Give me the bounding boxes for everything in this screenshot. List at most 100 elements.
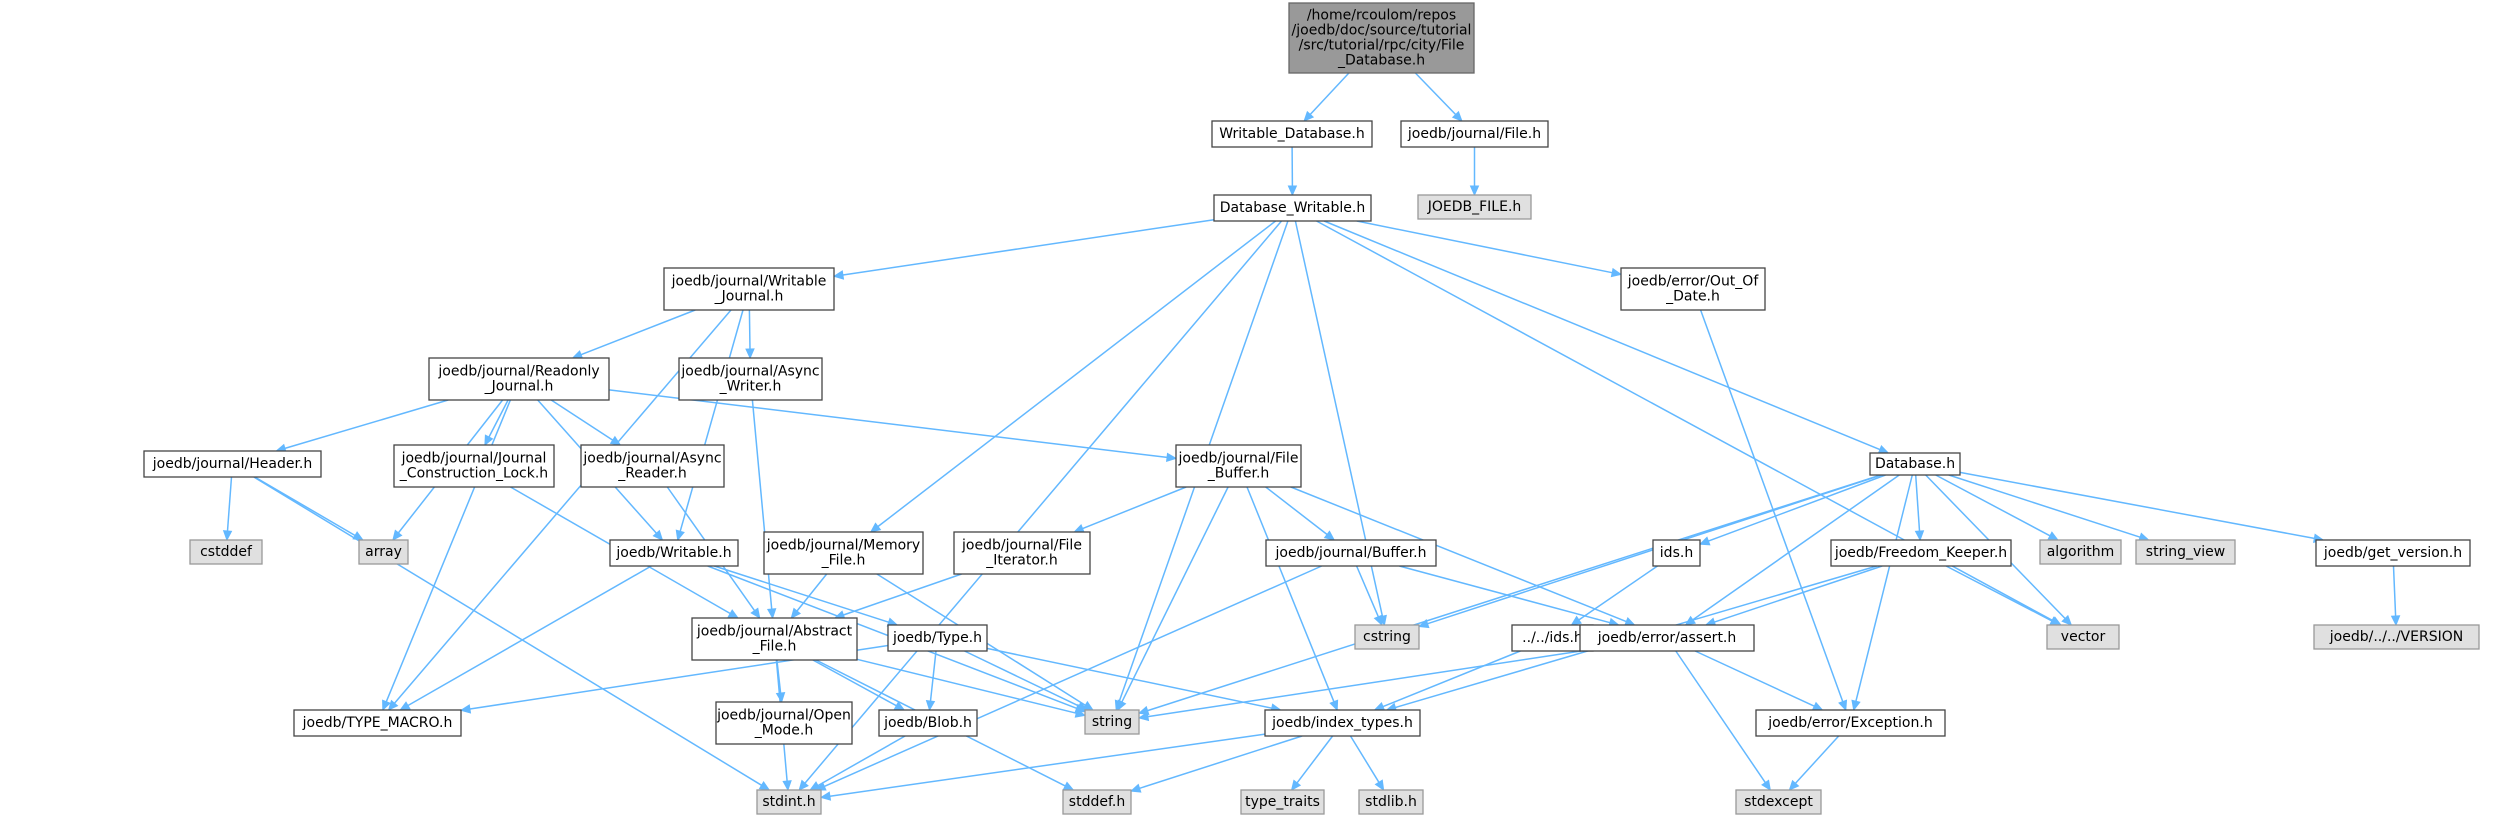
edge-arrowhead <box>675 529 685 542</box>
edge-arrowhead <box>1062 781 1075 791</box>
node-label-line: joedb/journal/Async <box>582 451 721 467</box>
node-box <box>428 357 610 401</box>
node-label-line: _Journal.h <box>484 379 554 395</box>
node-vector[interactable]: vector <box>2046 624 2120 650</box>
node-open-mode[interactable]: joedb/journal/Open_Mode.h <box>715 701 853 745</box>
edge-arrowhead <box>869 522 882 533</box>
node-box <box>580 444 725 488</box>
node-construction-lock[interactable]: joedb/journal/Journal_Construction_Lock.… <box>393 444 555 488</box>
node-box <box>358 539 409 565</box>
node-async-reader[interactable]: joedb/journal/Async_Reader.h <box>580 444 725 488</box>
edge-arrowhead <box>484 434 494 447</box>
node-box <box>1288 2 1475 74</box>
node-freedom-keeper[interactable]: joedb/Freedom_Keeper.h <box>1830 539 2012 567</box>
node-joedb-file[interactable]: JOEDB_FILE.h <box>1417 194 1532 220</box>
node-box <box>1211 120 1373 148</box>
edge-database-to-get_version <box>1959 471 2325 543</box>
edge-arrowhead <box>459 704 472 714</box>
edge-arrowhead <box>1329 699 1339 712</box>
edge-memory_file-to-abstract_file <box>790 573 828 619</box>
node-cstring[interactable]: cstring <box>1354 624 1420 650</box>
edge-line <box>253 476 762 786</box>
node-cstddef[interactable]: cstddef <box>189 539 263 565</box>
edge-arrowhead <box>727 609 740 619</box>
node-label-line: _Reader.h <box>617 466 687 482</box>
edge-line <box>1935 474 2051 537</box>
node-type-traits[interactable]: type_traits <box>1240 789 1325 815</box>
node-writable[interactable]: joedb/Writable.h <box>609 539 739 567</box>
node-label-line: string <box>1092 714 1132 730</box>
node-label-line: _File.h <box>821 553 866 569</box>
edge-line <box>796 573 828 612</box>
node-box <box>878 709 978 737</box>
edge-database_writable-to-memory_file <box>869 220 1277 533</box>
node-label-line: type_traits <box>1245 794 1320 810</box>
node-label-line: joedb/journal/Journal <box>401 451 547 467</box>
node-box <box>2039 539 2122 565</box>
node-type-macro[interactable]: joedb/TYPE_MACRO.h <box>293 709 462 737</box>
node-abstract-file[interactable]: joedb/journal/Abstract_File.h <box>691 617 858 661</box>
edge-arrowhead <box>571 350 584 359</box>
node-label-line: _Database.h <box>1337 53 1425 69</box>
edge-arrowhead <box>1074 708 1087 718</box>
node-database-writable[interactable]: Database_Writable.h <box>1213 194 1372 222</box>
node-stdlib[interactable]: stdlib.h <box>1358 789 1424 815</box>
node-type[interactable]: joedb/Type.h <box>887 624 988 652</box>
node-get-version[interactable]: joedb/get_version.h <box>2315 539 2471 567</box>
edge-file_buffer-to-index_types <box>1246 486 1339 712</box>
node-buffer[interactable]: joedb/journal/Buffer.h <box>1265 539 1437 567</box>
node-string-view[interactable]: string_view <box>2135 539 2236 565</box>
node-header[interactable]: joedb/journal/Header.h <box>143 450 322 478</box>
node-memory-file[interactable]: joedb/journal/Memory_File.h <box>763 531 924 575</box>
node-box <box>678 357 823 401</box>
node-string[interactable]: string <box>1084 709 1140 735</box>
node-stdint[interactable]: stdint.h <box>756 789 822 815</box>
node-blob[interactable]: joedb/Blob.h <box>878 709 978 737</box>
node-array[interactable]: array <box>358 539 409 565</box>
node-journal-file[interactable]: joedb/journal/File.h <box>1400 120 1549 148</box>
node-stddef[interactable]: stddef.h <box>1062 789 1132 815</box>
node-readonly-journal[interactable]: joedb/journal/Readonly_Journal.h <box>428 357 610 401</box>
node-ids[interactable]: ids.h <box>1652 539 1701 567</box>
node-file-iterator[interactable]: joedb/journal/File_Iterator.h <box>953 531 1091 575</box>
edge-line <box>1714 565 1883 623</box>
node-label-line: /joedb/doc/source/tutorial <box>1292 23 1472 39</box>
edge-line <box>1675 650 1766 784</box>
edge-line <box>254 476 356 537</box>
edge-line <box>1399 565 1611 624</box>
node-async-writer[interactable]: joedb/journal/Async_Writer.h <box>678 357 823 401</box>
node-box <box>143 450 322 478</box>
node-database[interactable]: Database.h <box>1869 452 1961 476</box>
node-root[interactable]: /home/rcoulom/repos/joedb/doc/source/tut… <box>1288 2 1475 74</box>
edge-arrowhead <box>387 699 399 711</box>
node-box <box>1084 709 1140 735</box>
node-file-buffer[interactable]: joedb/journal/File_Buffer.h <box>1175 444 1302 488</box>
edge-arrowhead <box>222 530 233 542</box>
edge-arrowhead <box>1137 711 1150 722</box>
node-exception[interactable]: joedb/error/Exception.h <box>1755 709 1946 737</box>
node-box <box>1062 789 1132 815</box>
node-index-types[interactable]: joedb/index_types.h <box>1264 709 1421 737</box>
edge-exception-to-stdexcept <box>1788 735 1840 791</box>
node-label-line: joedb/Freedom_Keeper.h <box>1834 545 2007 561</box>
node-stdexcept[interactable]: stdexcept <box>1735 789 1822 815</box>
edge-arrowhead <box>1137 705 1150 715</box>
node-version[interactable]: joedb/../../VERSION <box>2313 624 2480 650</box>
node-label-line: stdexcept <box>1744 794 1813 810</box>
edge-line <box>1296 735 1334 784</box>
node-assert[interactable]: joedb/error/assert.h <box>1579 624 1755 652</box>
node-label-line: joedb/journal/Async <box>680 364 819 380</box>
edge-writable_journal-to-writable <box>675 309 744 542</box>
edge-line <box>964 650 1080 707</box>
edge-line <box>1246 486 1335 702</box>
node-writable-database[interactable]: Writable_Database.h <box>1211 120 1373 148</box>
node-out-of-date[interactable]: joedb/error/Out_Of_Date.h <box>1620 267 1766 311</box>
node-box <box>1579 624 1755 652</box>
node-box <box>1264 709 1421 737</box>
edge-arrowhead <box>1851 699 1861 712</box>
node-label-line: joedb/journal/File <box>961 538 1082 554</box>
edge-arrowhead <box>809 781 821 791</box>
node-writable-journal[interactable]: joedb/journal/Writable_Journal.h <box>663 267 835 311</box>
node-algorithm[interactable]: algorithm <box>2039 539 2122 565</box>
node-label-line: stddef.h <box>1069 794 1125 810</box>
